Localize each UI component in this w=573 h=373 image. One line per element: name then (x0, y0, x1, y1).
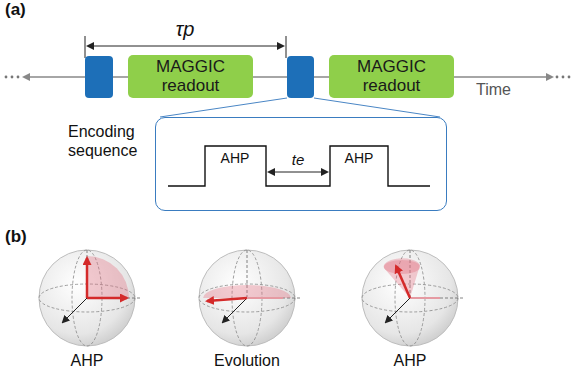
bloch-sphere (362, 248, 464, 346)
box-text: Encoding sequence (68, 122, 148, 160)
delay-label: te (292, 152, 305, 169)
readout-box: MAGGIC readout (329, 55, 454, 98)
sphere-label: AHP (394, 352, 427, 370)
readout-box: MAGGIC readout (128, 55, 253, 98)
sphere-label: AHP (71, 352, 104, 370)
box-text: MAGGIC readout (329, 58, 454, 95)
encoding-block (287, 56, 314, 98)
pulse-waveform (168, 146, 430, 186)
encoding-block (85, 56, 113, 98)
panel-label: (b) (5, 228, 27, 247)
period-label: τp (176, 18, 195, 40)
zoom-line (160, 98, 287, 117)
box-text: MAGGIC readout (128, 58, 253, 95)
pulse-label: AHP (345, 151, 374, 166)
bloch-sphere (199, 248, 301, 346)
sphere-label: Evolution (214, 352, 280, 370)
axis-label: Time (476, 81, 511, 99)
bloch-sphere (39, 248, 141, 346)
panel-label: (a) (5, 1, 26, 20)
pulse-label: AHP (221, 151, 250, 166)
zoom-line (314, 98, 440, 117)
